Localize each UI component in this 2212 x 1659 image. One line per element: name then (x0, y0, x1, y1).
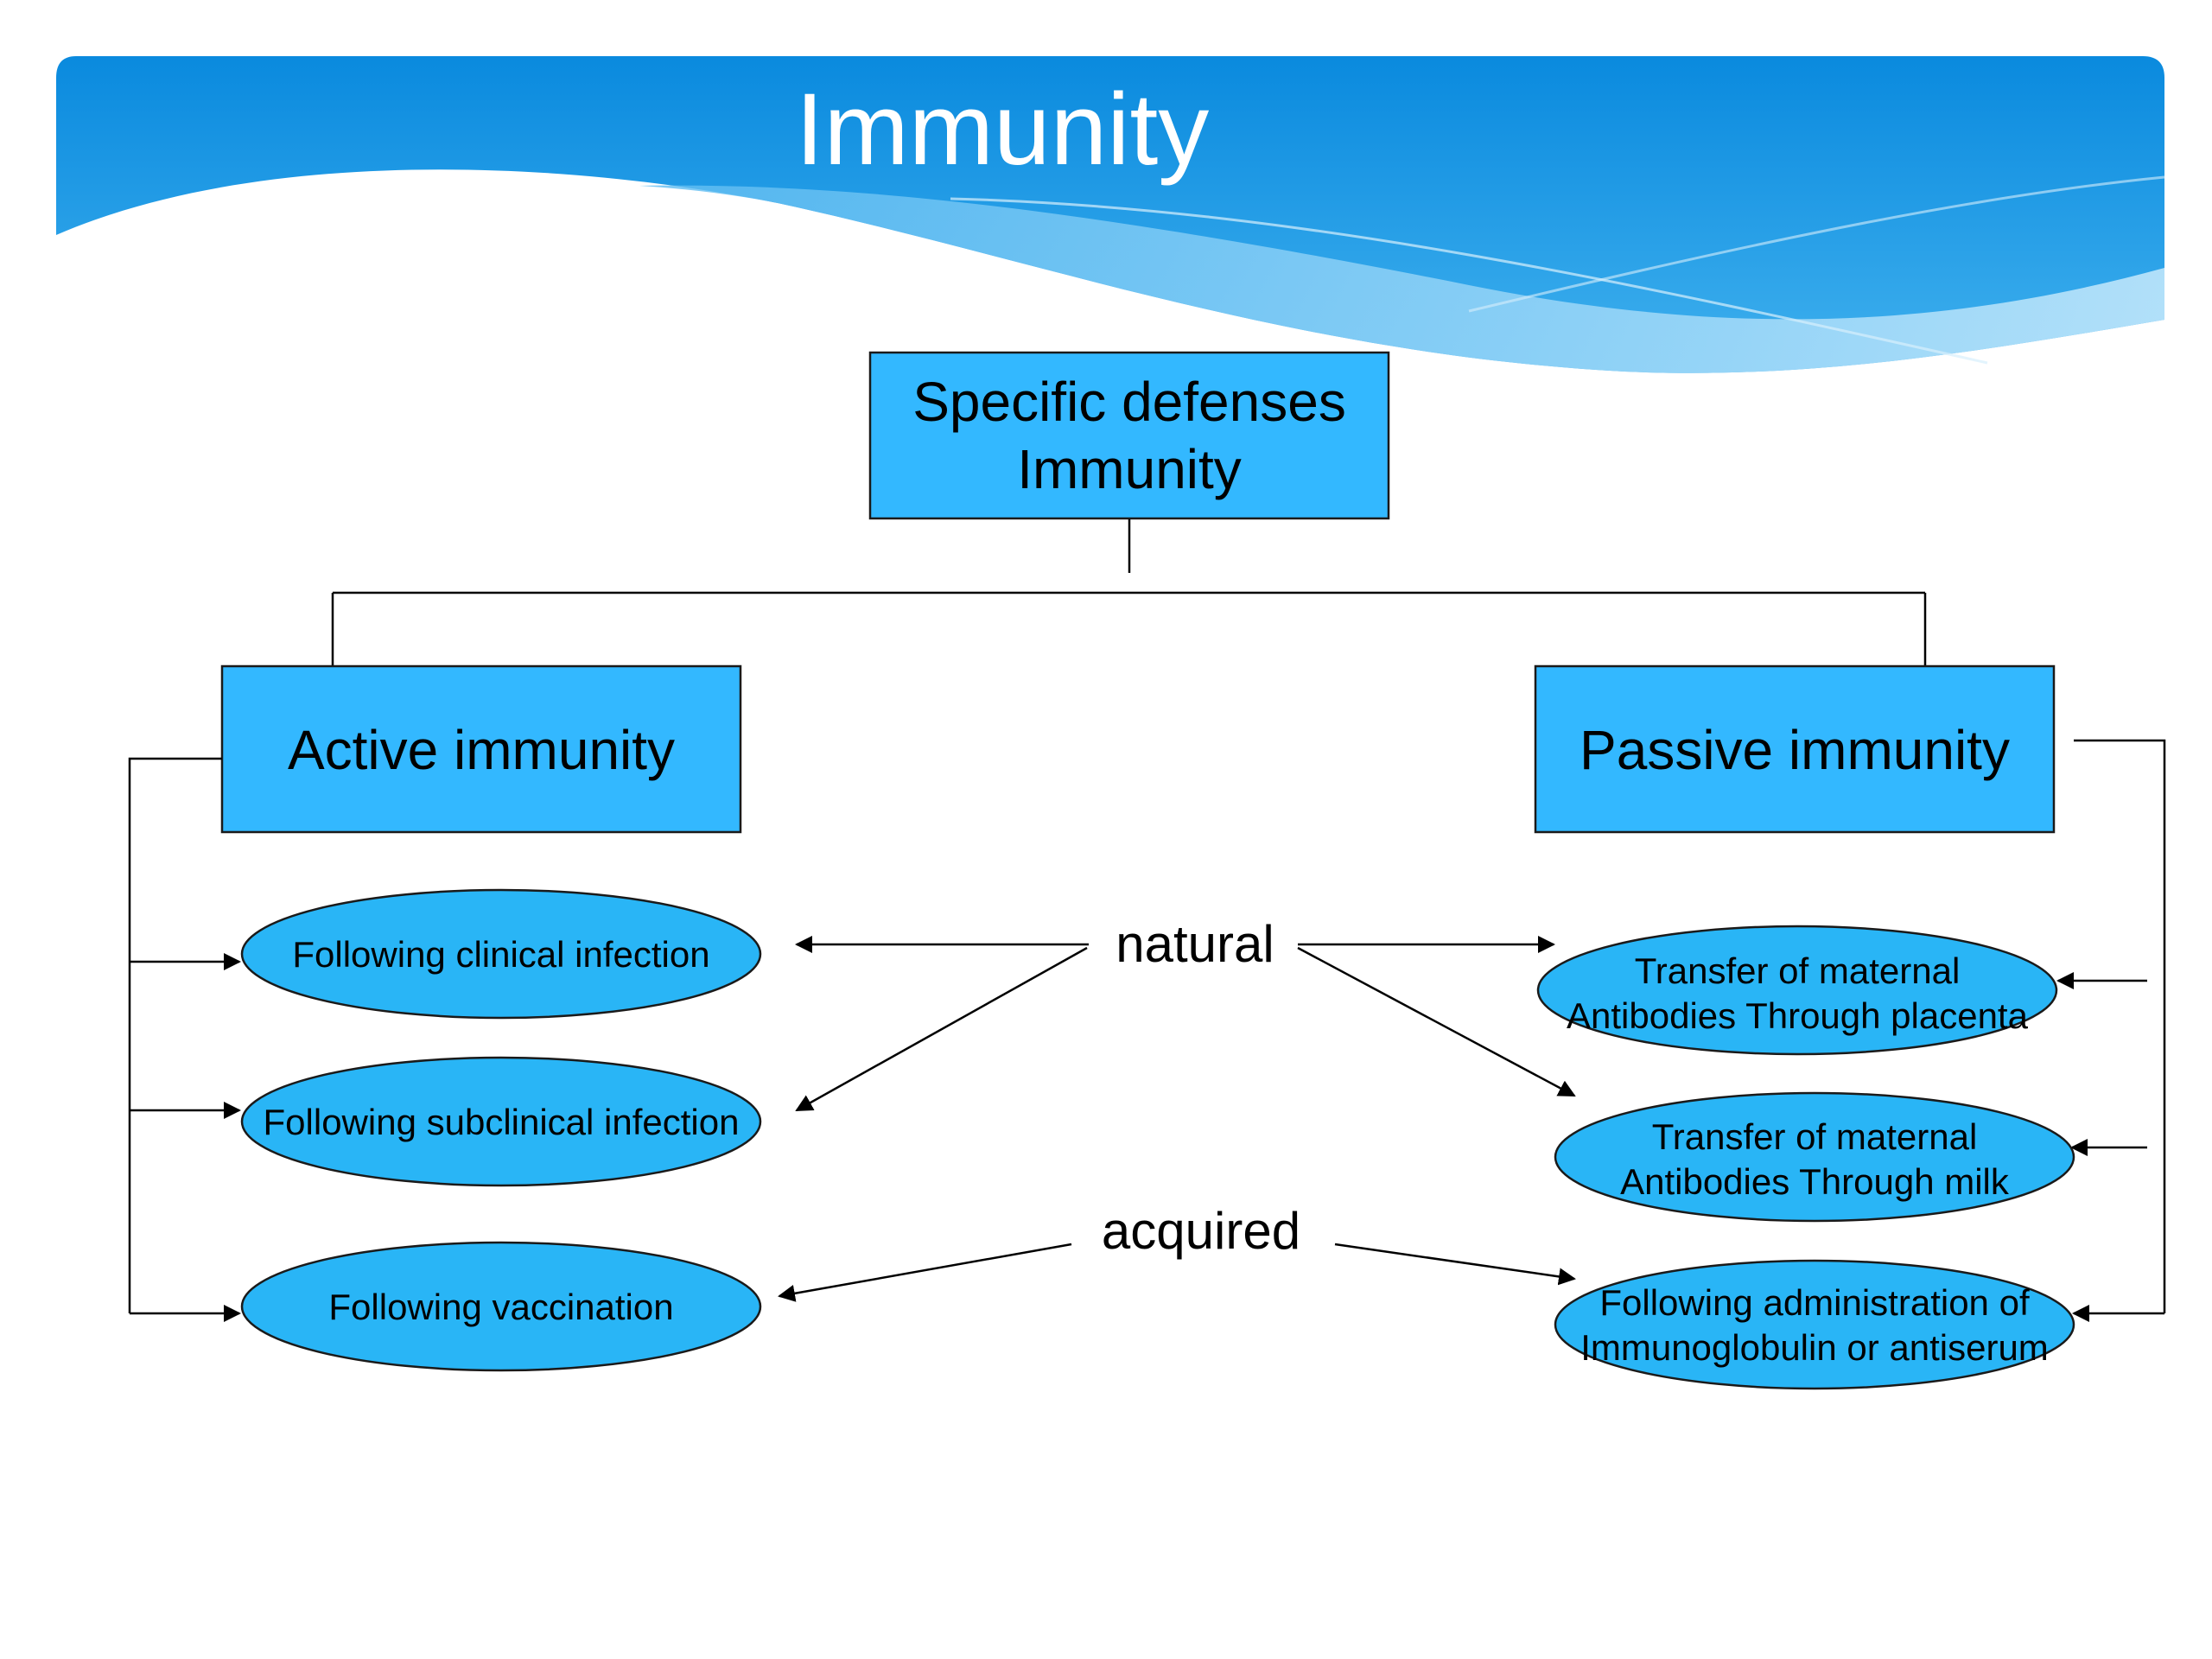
passive-item-milk: Transfer of maternal Antibodies Through … (1554, 1091, 2075, 1223)
slide-title: Immunity (796, 73, 1210, 187)
acquired-label: acquired (1102, 1202, 1300, 1260)
natural-label: natural (1116, 915, 1274, 973)
passive-item-immunoglobulin: Following administration of Immunoglobul… (1554, 1259, 2075, 1390)
passive-item-milk-line2: Antibodies Through milk (1620, 1161, 2010, 1202)
active-item-subclinical-label: Following subclinical infection (264, 1102, 740, 1142)
root-label-line1: Specific defenses (912, 371, 1346, 433)
passive-item-placenta: Transfer of maternal Antibodies Through … (1536, 925, 2058, 1056)
passive-item-milk-line1: Transfer of maternal (1652, 1116, 1978, 1157)
specific-defenses-box: Specific defenses Immunity (868, 351, 1390, 520)
active-item-clinical: Following clinical infection (240, 888, 762, 1020)
tree-connectors (331, 518, 1927, 665)
title-banner (56, 56, 2165, 373)
passive-item-immunoglobulin-line2: Immunoglobulin or antiserum (1580, 1327, 2049, 1368)
active-immunity-box: Active immunity (220, 664, 742, 834)
passive-bracket (2056, 739, 2166, 1322)
active-item-vaccination: Following vaccination (240, 1241, 762, 1372)
acquired-arrows (778, 1243, 1576, 1302)
root-label-line2: Immunity (1017, 438, 1242, 500)
active-item-vaccination-label: Following vaccination (328, 1287, 673, 1327)
active-bracket (128, 757, 241, 1322)
passive-immunity-label: Passive immunity (1580, 719, 2010, 781)
active-immunity-label: Active immunity (288, 719, 675, 781)
active-item-subclinical: Following subclinical infection (240, 1056, 762, 1187)
active-item-clinical-label: Following clinical infection (292, 934, 709, 975)
passive-item-immunoglobulin-line1: Following administration of (1599, 1282, 2030, 1323)
passive-item-placenta-line2: Antibodies Through placenta (1567, 995, 2029, 1036)
natural-arrows (795, 936, 1576, 1112)
passive-item-placenta-line1: Transfer of maternal (1635, 950, 1961, 991)
passive-immunity-box: Passive immunity (1534, 664, 2056, 834)
